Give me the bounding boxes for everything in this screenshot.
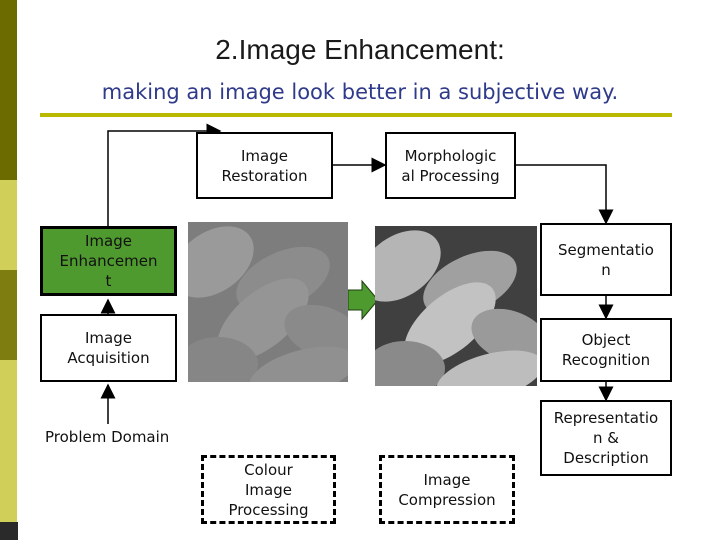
arrow-morphological-to-segmentation xyxy=(516,164,614,225)
side-strip-mid-light xyxy=(0,180,17,270)
title-divider xyxy=(40,113,672,117)
problem-domain-label: Problem Domain xyxy=(45,428,170,446)
image-acquisition-box: Image Acquisition xyxy=(40,314,177,382)
morphological-processing-box: Morphologic al Processing xyxy=(385,132,516,199)
side-strip-mid-dark xyxy=(0,270,17,360)
enhanced-image xyxy=(375,226,537,386)
original-image xyxy=(188,222,348,382)
corner-logo xyxy=(0,522,18,540)
side-strip-bottom xyxy=(0,360,17,540)
green-arrow xyxy=(347,279,379,321)
slide-title: 2.Image Enhancement: xyxy=(215,34,505,65)
representation-description-box: Representatio n & Description xyxy=(540,400,672,476)
arrow-enhancement-to-restoration xyxy=(107,123,222,226)
colour-image-processing-box: Colour Image Processing xyxy=(201,455,336,524)
object-recognition-box: Object Recognition xyxy=(540,318,672,382)
side-strip-top xyxy=(0,0,17,180)
image-restoration-box: Image Restoration xyxy=(196,132,333,199)
slide-subtitle: making an image look better in a subject… xyxy=(101,80,619,104)
segmentation-box: Segmentatio n xyxy=(540,223,672,296)
image-compression-box: Image Compression xyxy=(379,455,515,524)
image-enhancement-box: Image Enhancemen t xyxy=(40,226,177,296)
